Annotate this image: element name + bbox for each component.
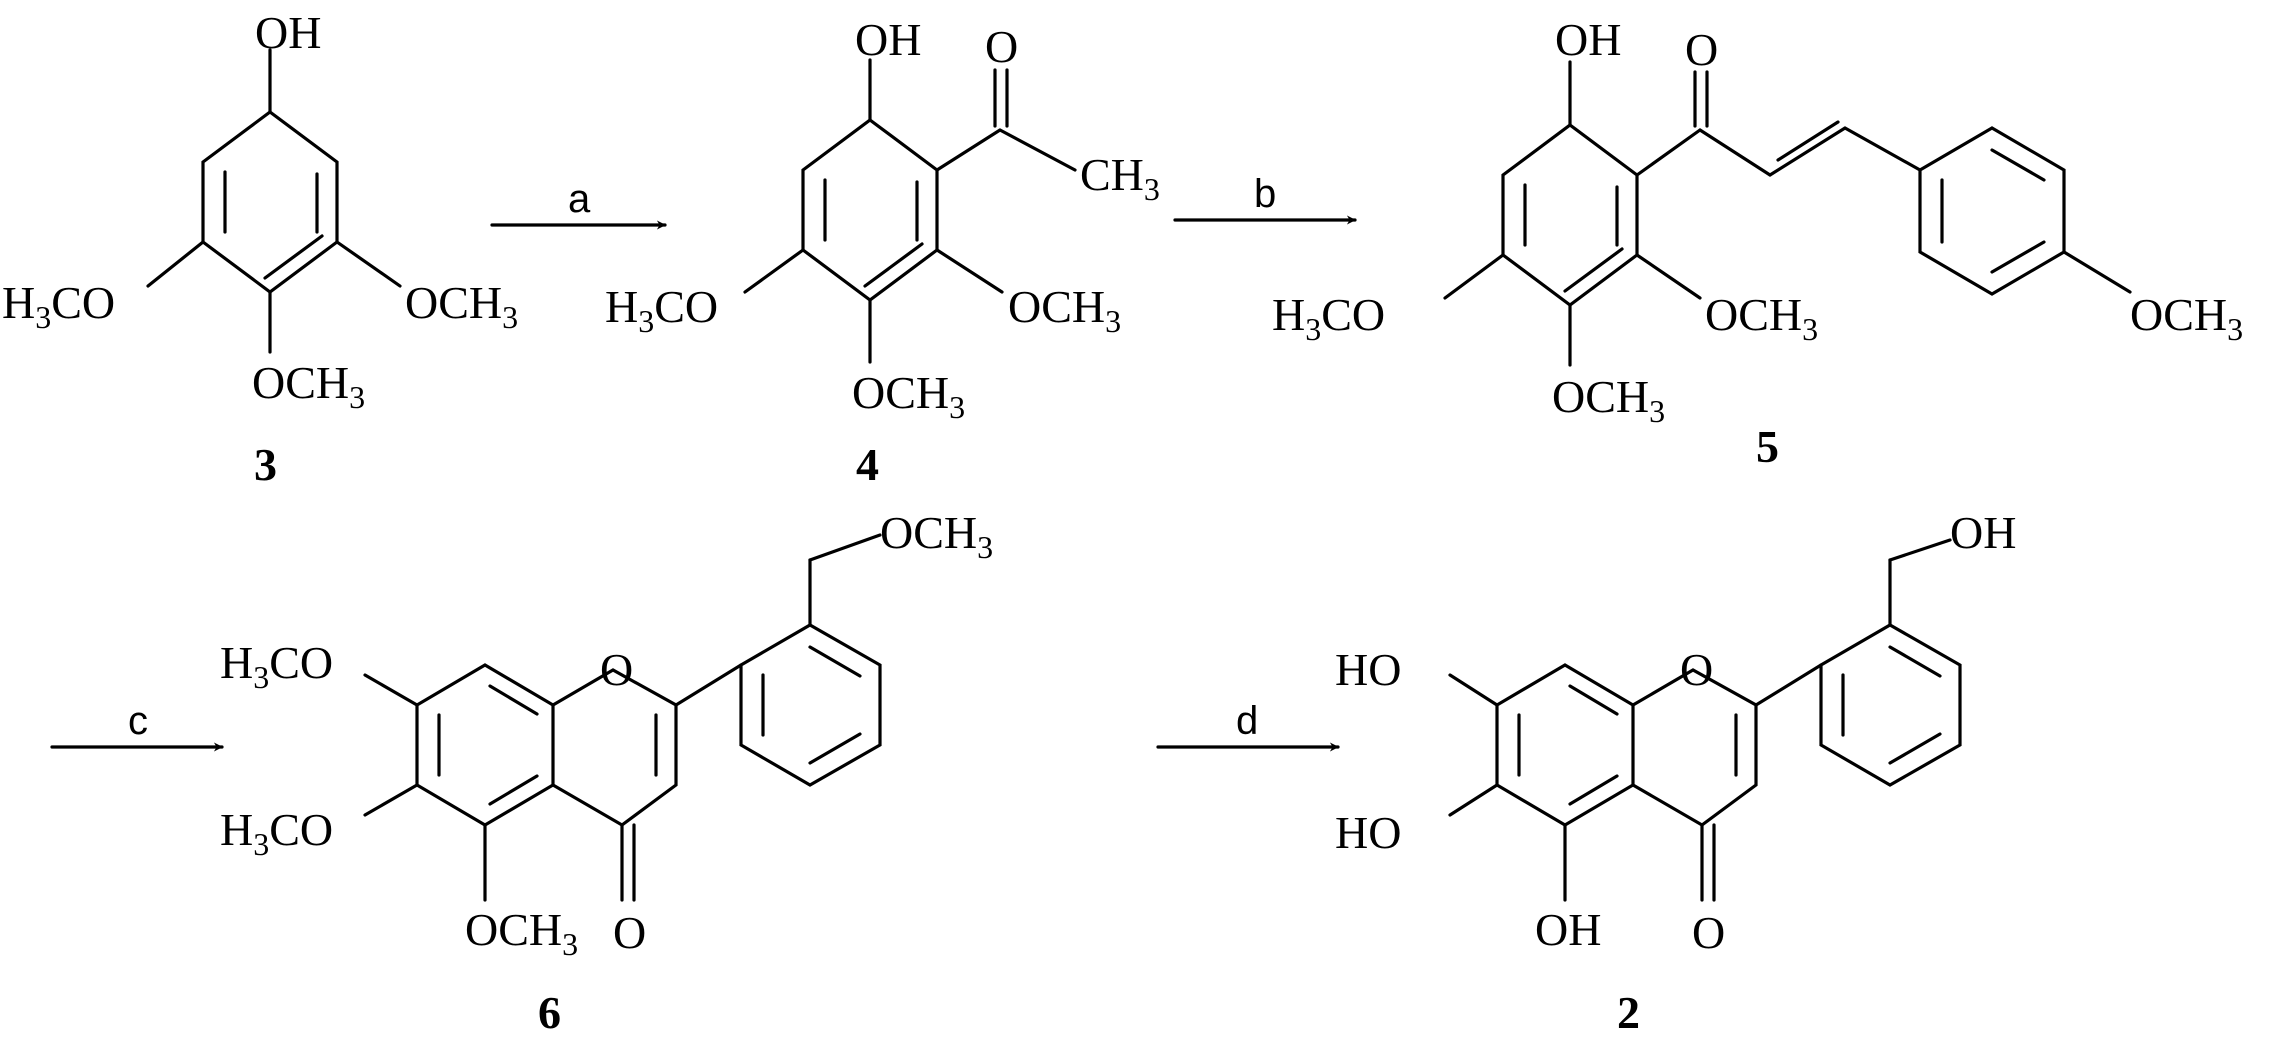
step-b: b	[1173, 172, 1357, 225]
compound-6-label: 6	[538, 987, 561, 1038]
compound-6-sub-methoxy-aryl: OCH3	[880, 507, 993, 565]
compound-3-sub-methoxy-left: H3CO	[2, 277, 115, 335]
compound-4-sub-methyl: CH3	[1080, 149, 1160, 207]
step-d: d	[1156, 699, 1340, 752]
compound-2: OH HO HO O OH O 2	[1335, 507, 2016, 1038]
compound-3-sub-oh: OH	[255, 7, 321, 58]
compound-6-bonds	[363, 533, 882, 902]
compound-4-sub-methoxy-bottom: OCH3	[852, 367, 965, 425]
compound-2-ring-oxygen: O	[1680, 644, 1713, 695]
compound-5-sub-methoxy-right: OCH3	[1705, 289, 1818, 347]
compound-3: OH H3CO OCH3 OCH3 3	[2, 7, 518, 490]
step-a-label: a	[568, 177, 591, 221]
compound-5-bonds	[1443, 60, 2132, 367]
compound-4-label: 4	[856, 439, 879, 490]
compound-5: OH O H3CO OCH3 OCH3 OCH3 5	[1272, 14, 2243, 472]
compound-2-sub-oh-aryl: OH	[1950, 507, 2016, 558]
compound-6-sub-carbonyl-o: O	[613, 907, 646, 958]
compound-3-sub-methoxy-right: OCH3	[405, 277, 518, 335]
compound-6-sub-methoxy-5: OCH3	[465, 904, 578, 962]
compound-2-bonds	[1448, 538, 1962, 902]
compound-4-sub-methoxy-left: H3CO	[605, 281, 718, 339]
compound-5-sub-oh: OH	[1555, 14, 1621, 65]
compound-4-sub-carbonyl-o: O	[985, 21, 1018, 72]
compound-3-bonds	[146, 48, 402, 354]
compound-5-sub-methoxy-bottom: OCH3	[1552, 371, 1665, 429]
compound-3-label: 3	[254, 439, 277, 490]
compound-6: OCH3 H3CO H3CO O OCH3 O 6	[220, 507, 993, 1038]
compound-2-sub-oh-6: HO	[1335, 807, 1401, 858]
compound-5-sub-methoxy-aryl: OCH3	[2130, 289, 2243, 347]
compound-3-sub-methoxy-bottom: OCH3	[252, 357, 365, 415]
compound-2-sub-oh-7: HO	[1335, 644, 1401, 695]
compound-6-ring-oxygen: O	[600, 644, 633, 695]
compound-6-sub-methoxy-7: H3CO	[220, 637, 333, 695]
step-c: c	[50, 699, 224, 752]
step-c-label: c	[128, 699, 148, 743]
step-b-label: b	[1254, 172, 1276, 216]
step-a: a	[490, 177, 667, 230]
compound-5-sub-carbonyl-o: O	[1685, 24, 1718, 75]
compound-4-sub-methoxy-right: OCH3	[1008, 281, 1121, 339]
compound-2-sub-oh-5: OH	[1535, 904, 1601, 955]
compound-4-bonds	[743, 58, 1077, 364]
compound-5-sub-methoxy-left: H3CO	[1272, 289, 1385, 347]
step-d-label: d	[1236, 699, 1258, 743]
compound-6-sub-methoxy-6: H3CO	[220, 804, 333, 862]
compound-5-label: 5	[1756, 421, 1779, 472]
compound-2-label: 2	[1617, 987, 1640, 1038]
compound-2-sub-carbonyl-o: O	[1692, 907, 1725, 958]
compound-4: OH O CH3 H3CO OCH3 OCH3 4	[605, 14, 1160, 490]
compound-4-sub-oh: OH	[855, 14, 921, 65]
